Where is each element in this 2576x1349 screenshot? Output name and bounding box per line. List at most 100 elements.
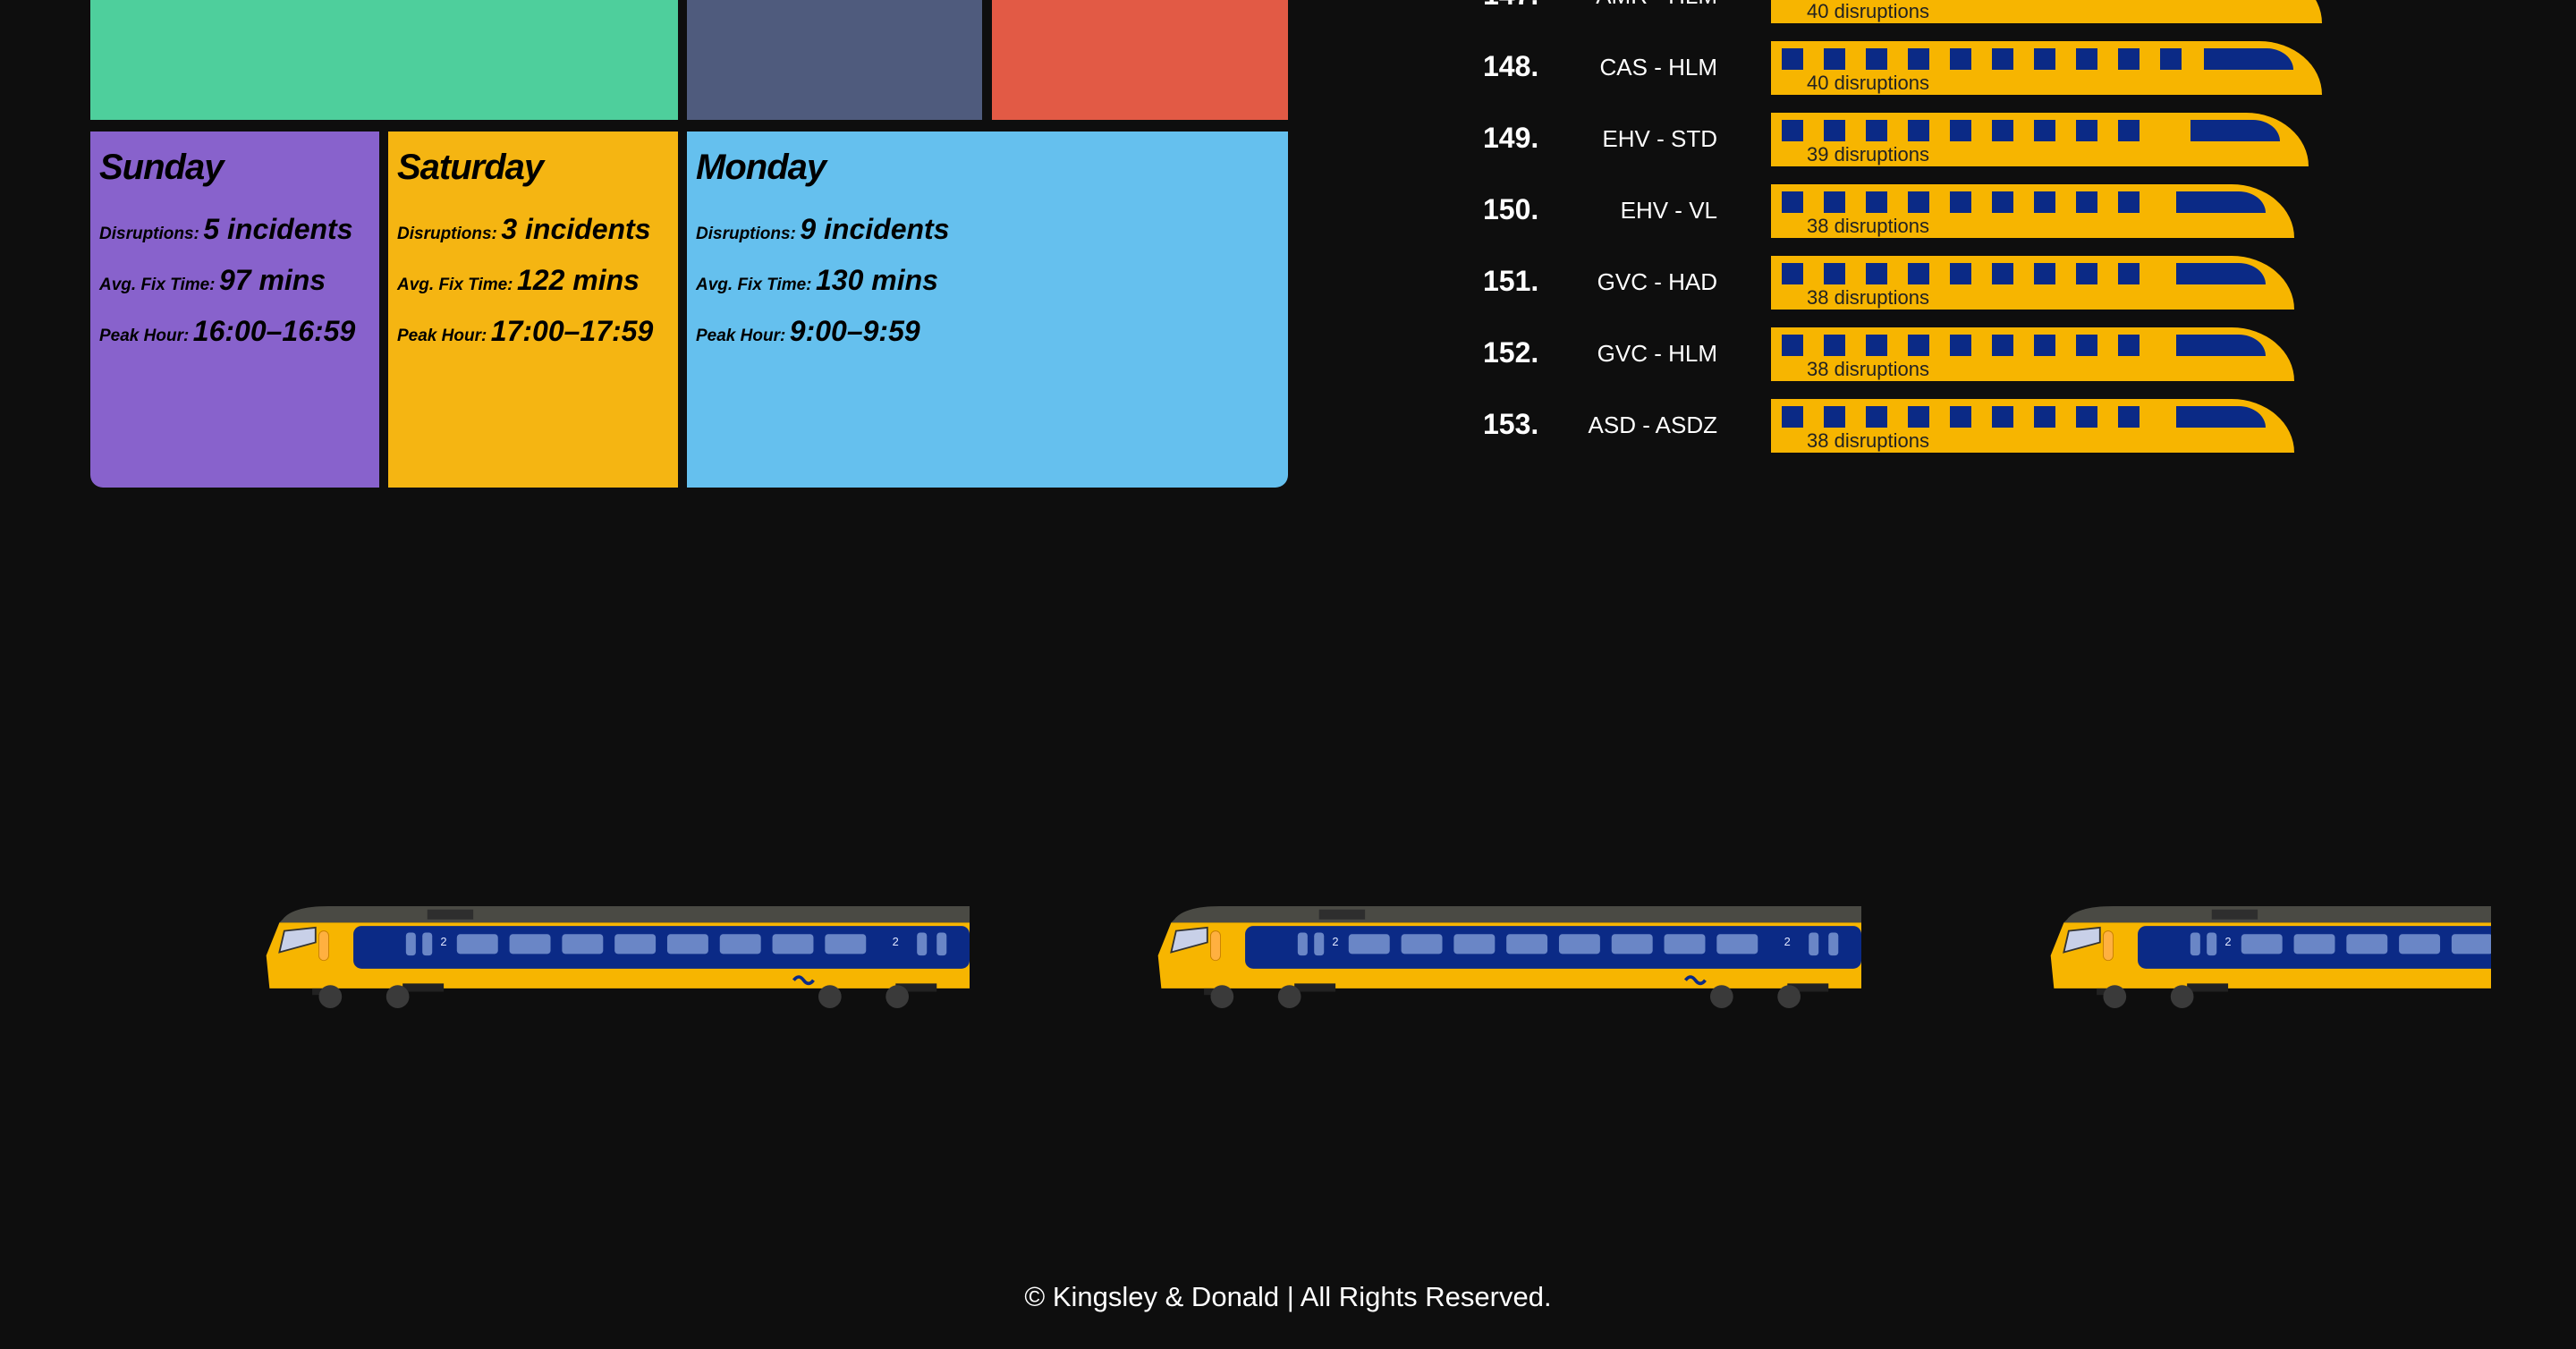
train-window (1950, 406, 1971, 428)
day-card-sunday: Sunday Disruptions: 5 incidents Avg. Fix… (90, 132, 379, 488)
route-name: ASD - ASDZ (1588, 411, 1717, 438)
train-window (1782, 48, 1803, 70)
train-window (2118, 335, 2140, 356)
disruption-count: 39 disruptions (1807, 143, 1929, 165)
train-window (1992, 263, 2013, 284)
train-window (1782, 120, 1803, 141)
stat-disruptions: Disruptions: 9 incidents (696, 213, 950, 245)
disruption-count: 38 disruptions (1807, 215, 1929, 237)
rank-number: 148. (1483, 50, 1539, 82)
stat-peak-hour: Peak Hour: 9:00–9:59 (696, 315, 920, 347)
rank-number: 147. (1483, 0, 1555, 12)
train-window (1824, 263, 1845, 284)
route-name: EHV - STD (1602, 125, 1717, 152)
train-window (2118, 191, 2140, 213)
rank-number: 150. (1483, 193, 1539, 225)
train-nose-window (2176, 406, 2267, 428)
train-window (2076, 191, 2097, 213)
train-window (2076, 335, 2097, 356)
train-window (2118, 48, 2140, 70)
train-nose-window (2176, 263, 2267, 284)
route-name: GVC - HLM (1597, 340, 1717, 367)
train-window (1908, 191, 1929, 213)
train-window (1908, 263, 1929, 284)
train-window (1950, 191, 1971, 213)
svg-text:2: 2 (893, 935, 899, 948)
train-window (1908, 335, 1929, 356)
disruption-bar: 40 disruptions (1771, 0, 2322, 23)
train-window (1992, 120, 2013, 141)
tile-red (992, 0, 1288, 120)
train-window (1950, 120, 1971, 141)
train-nose-window (2190, 120, 2280, 141)
rank-number: 153. (1483, 408, 1539, 440)
route-name: CAS - HLM (1599, 54, 1717, 81)
rank-number: 152. (1483, 336, 1539, 369)
train-window (1782, 191, 1803, 213)
train-window (2076, 48, 2097, 70)
stat-fix-time: Avg. Fix Time: 97 mins (99, 264, 326, 296)
train-window (1908, 48, 1929, 70)
train-illustration (2048, 904, 2491, 1010)
disruption-bar: 39 disruptions (1771, 113, 2309, 166)
disruption-bar: 38 disruptions (1771, 256, 2295, 310)
train-window (2034, 263, 2055, 284)
ranking-row: 151. GVC - HAD 38 disruptions (0, 256, 2576, 310)
stat-peak-hour: Peak Hour: 17:00–17:59 (397, 315, 654, 347)
disruption-count: 38 disruptions (1807, 358, 1929, 380)
train-window (1824, 406, 1845, 428)
tile-slate (687, 0, 982, 120)
train-window (1824, 120, 1845, 141)
train-window (2076, 120, 2097, 141)
ranking-row: 152. GVC - HLM 38 disruptions (0, 327, 2576, 381)
stat-fix-time: Avg. Fix Time: 130 mins (696, 264, 938, 296)
train-nose-window (2176, 335, 2267, 356)
train-window (1866, 335, 1887, 356)
stat-disruptions: Disruptions: 3 incidents (397, 213, 651, 245)
disruption-count: 38 disruptions (1807, 429, 1929, 452)
ranking-row: 147. AMR - HLM 40 disruptions (0, 0, 2576, 23)
footer-copyright: © Kingsley & Donald | All Rights Reserve… (1024, 1281, 1552, 1312)
day-card-monday: Monday Disruptions: 9 incidents Avg. Fix… (687, 132, 1288, 488)
stat-peak-hour: Peak Hour: 16:00–16:59 (99, 315, 356, 347)
train-window (1782, 335, 1803, 356)
train-window (1782, 406, 1803, 428)
train-window (1950, 263, 1971, 284)
svg-text:2: 2 (440, 935, 446, 948)
stat-fix-time: Avg. Fix Time: 122 mins (397, 264, 640, 296)
day-card-saturday: Saturday Disruptions: 3 incidents Avg. F… (388, 132, 678, 488)
train-window (1992, 191, 2013, 213)
disruption-bar: 40 disruptions (1771, 41, 2322, 95)
disruption-bar: 38 disruptions (1771, 327, 2295, 381)
train-window (2076, 263, 2097, 284)
train-window (2076, 406, 2097, 428)
stat-disruptions: Disruptions: 5 incidents (99, 213, 353, 245)
route-name: AMR - HLM (1596, 0, 1717, 10)
train-window (1782, 263, 1803, 284)
day-name: Sunday (99, 148, 224, 187)
disruption-count: 40 disruptions (1807, 0, 1929, 22)
train-window (1824, 191, 1845, 213)
ranking-row: 149. EHV - STD 39 disruptions (0, 113, 2576, 166)
train-illustration (1156, 904, 1861, 1010)
day-name: Monday (696, 148, 826, 187)
disruption-count: 40 disruptions (1807, 72, 1929, 94)
train-window (1950, 48, 1971, 70)
train-window (2034, 406, 2055, 428)
day-name: Saturday (397, 148, 544, 187)
train-window (2034, 191, 2055, 213)
disruption-count: 38 disruptions (1807, 286, 1929, 309)
train-window (1992, 406, 2013, 428)
train-window (1824, 335, 1845, 356)
train-nose-window (2204, 48, 2293, 70)
train-window (1992, 48, 2013, 70)
train-window (2118, 406, 2140, 428)
ranking-row: 150. EHV - VL 38 disruptions (0, 184, 2576, 238)
train-window (1950, 335, 1971, 356)
rank-number: 149. (1483, 122, 1539, 154)
train-window (1866, 191, 1887, 213)
route-name: EHV - VL (1620, 197, 1717, 224)
route-name: GVC - HAD (1597, 268, 1717, 295)
train-window (1824, 48, 1845, 70)
